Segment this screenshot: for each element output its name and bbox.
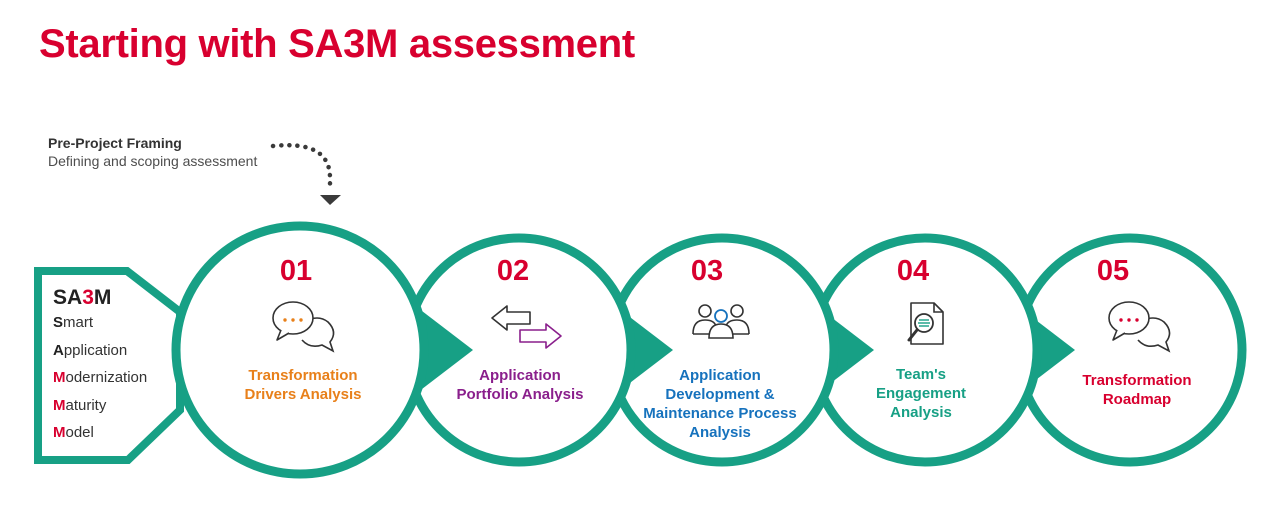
swap-arrows-icon (491, 305, 562, 349)
step-number-03: 03 (690, 255, 724, 287)
step-label-04: Team's Engagement Analysis (875, 366, 966, 421)
sa3m-frame (34, 267, 184, 464)
step-label-02: Application Portfolio Analysis (456, 367, 584, 403)
step-number-04: 04 (896, 255, 930, 287)
team-icon (692, 304, 750, 339)
sa3m-item-letter: A (53, 341, 64, 359)
chat-bubbles-icon (1108, 301, 1171, 353)
step-number-02: 02 (496, 255, 530, 287)
sa3m-item: Smart (53, 314, 147, 342)
sa3m-item: Model (53, 424, 147, 452)
sa3m-item-rest: aturity (65, 396, 107, 414)
sa3m-title-suffix: M (93, 286, 112, 309)
page-title: Starting with SA3M assessment (39, 22, 635, 66)
sa3m-item: Application (53, 342, 147, 370)
step-circle-01 (171, 221, 429, 479)
pre-project-subheading: Defining and scoping assessment (48, 153, 258, 169)
step-label-05: Transformation Roadmap (1082, 372, 1192, 408)
sa3m-title: SA3M (53, 286, 111, 310)
sa3m-item-rest: odel (65, 424, 94, 441)
step-label-03: Application Development & Maintenance Pr… (643, 367, 797, 441)
document-magnifier-icon (907, 302, 944, 345)
sa3m-item: Maturity (53, 397, 147, 425)
sa3m-item-rest: pplication (63, 341, 128, 359)
dotted-curve-arrow-icon (270, 142, 341, 205)
sa3m-acronym-list: Smart Application Modernization Maturity… (53, 314, 147, 452)
step-arrow-01 (422, 311, 473, 389)
sa3m-item-letter: M (53, 369, 66, 386)
pre-project-heading: Pre-Project Framing (48, 135, 182, 151)
chat-bubbles-icon (272, 301, 335, 353)
step-number-05: 05 (1096, 255, 1130, 287)
step-number-01: 01 (279, 255, 313, 287)
step-label-01: Transformation Drivers Analysis (244, 367, 362, 403)
sa3m-item-letter: M (53, 396, 66, 414)
sa3m-title-prefix: SA (53, 286, 83, 309)
sa3m-item: Modernization (53, 369, 147, 397)
sa3m-item-letter: M (53, 424, 66, 441)
pre-project-framing: Pre-Project Framing Defining and scoping… (48, 135, 257, 169)
sa3m-title-highlight: 3 (82, 286, 94, 309)
sa3m-item-letter: S (53, 314, 64, 331)
sa3m-item-rest: mart (63, 314, 94, 331)
sa3m-item-rest: odernization (65, 369, 148, 386)
step-arrow-02 (622, 311, 673, 389)
